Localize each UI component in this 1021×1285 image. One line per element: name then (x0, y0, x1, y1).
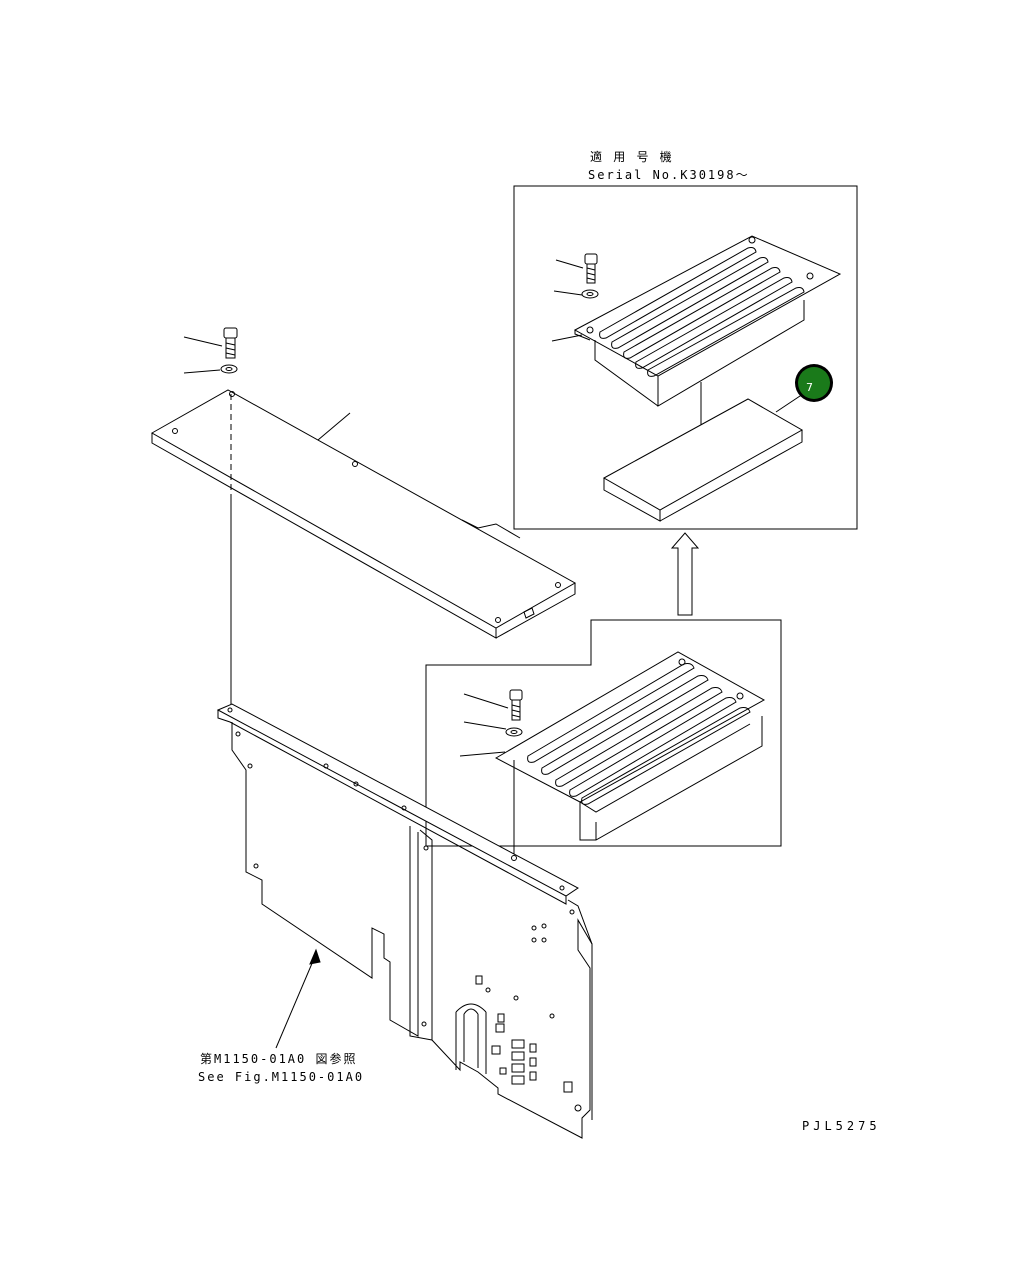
serial-label-jp: 適 用 号 機 (590, 149, 674, 164)
callout-7[interactable]: 7 (795, 364, 833, 402)
bolt-middle (509, 689, 523, 721)
reference-arrow (275, 948, 321, 1049)
serial-variant-box: 7 (513, 185, 858, 530)
bolt-upper-right (584, 253, 598, 284)
foam-pad (602, 398, 804, 522)
grille-cover-middle (494, 651, 766, 841)
callout-7-fill (798, 367, 830, 399)
serial-label-en: Serial No.K30198〜 (588, 168, 750, 182)
reference-label-jp: 第M1150-01A0 図参照 (200, 1051, 357, 1066)
standard-grille-box (425, 619, 782, 858)
reference-label-en: See Fig.M1150-01A0 (198, 1070, 364, 1084)
side-panel-assembly (216, 703, 593, 1139)
drawing-code: PJL5275 (802, 1119, 881, 1133)
callout-7-number: 7 (806, 381, 813, 394)
bolt-left (223, 327, 238, 359)
grille-cover-upper (573, 235, 842, 407)
variant-arrow (670, 532, 700, 616)
top-cover-plate (150, 389, 577, 639)
